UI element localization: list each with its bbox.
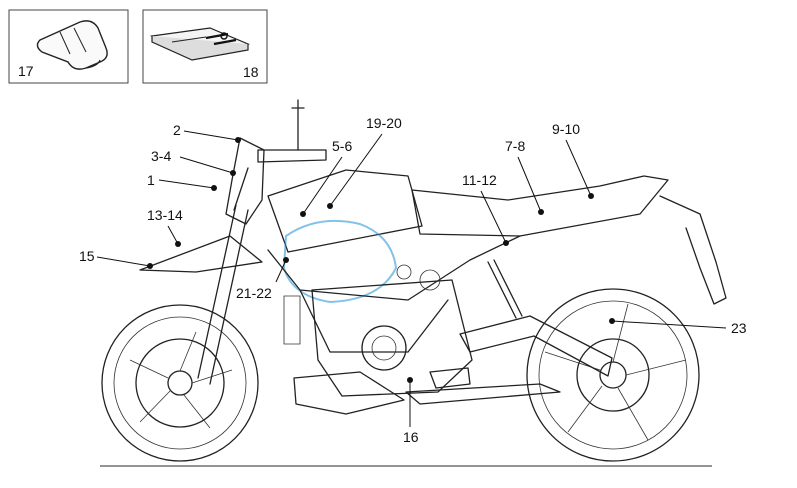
- front-wheel: [101, 304, 259, 462]
- footpeg-bracket: [429, 367, 471, 389]
- callout-2[interactable]: 2: [173, 122, 241, 143]
- callout-label-11-12: 11-12: [462, 172, 497, 188]
- callout-label-2: 2: [173, 122, 181, 138]
- license-plate-holder: [659, 195, 727, 305]
- callout-19-20[interactable]: 19-20: [327, 115, 402, 209]
- engine: [311, 264, 473, 397]
- pouch-icon: [36, 20, 108, 70]
- callout-16[interactable]: 16: [403, 377, 419, 445]
- swingarm: [459, 315, 613, 377]
- item-number-17: 17: [18, 63, 34, 79]
- callout-21-22[interactable]: 21-22: [236, 257, 289, 301]
- rear-shock: [487, 259, 523, 319]
- fuel-tank: [267, 169, 423, 253]
- motorcycle-illustration: [101, 99, 727, 462]
- mirror: [291, 99, 305, 151]
- callout-11-12[interactable]: 11-12: [462, 172, 509, 246]
- callout-3-4[interactable]: 3-4: [151, 148, 236, 176]
- callout-label-13-14: 13-14: [147, 207, 183, 223]
- callout-label-5-6: 5-6: [332, 138, 352, 154]
- callout-5-6[interactable]: 5-6: [300, 138, 352, 217]
- callout-9-10[interactable]: 9-10: [552, 121, 594, 199]
- item-box-17[interactable]: 17: [8, 9, 129, 84]
- handlebar: [257, 149, 327, 163]
- item-box-18[interactable]: 18: [142, 9, 268, 84]
- belly-pan: [293, 371, 405, 415]
- rear-wheel: [526, 288, 700, 462]
- callout-13-14[interactable]: 13-14: [147, 207, 183, 247]
- callout-label-23: 23: [731, 320, 747, 336]
- callout-label-3-4: 3-4: [151, 148, 171, 164]
- manual-with-tools-icon: [149, 27, 251, 61]
- front-fork: [197, 167, 249, 385]
- callout-7-8[interactable]: 7-8: [505, 138, 544, 215]
- front-fender: [139, 235, 263, 273]
- callout-label-7-8: 7-8: [505, 138, 525, 154]
- callout-23[interactable]: 23: [609, 318, 747, 336]
- callout-label-9-10: 9-10: [552, 121, 580, 137]
- radiator: [283, 295, 301, 345]
- callout-label-1: 1: [147, 172, 155, 188]
- headlight-fairing: [225, 137, 265, 225]
- callout-label-16: 16: [403, 429, 419, 445]
- item-number-18: 18: [243, 64, 259, 80]
- callout-label-21-22: 21-22: [236, 285, 272, 301]
- accent-emblem: [282, 219, 398, 304]
- callout-1[interactable]: 1: [147, 172, 217, 191]
- seat-and-tail: [411, 175, 669, 237]
- exhaust: [405, 383, 561, 405]
- callout-label-19-20: 19-20: [366, 115, 402, 131]
- callout-15[interactable]: 15: [79, 248, 153, 269]
- callout-label-15: 15: [79, 248, 95, 264]
